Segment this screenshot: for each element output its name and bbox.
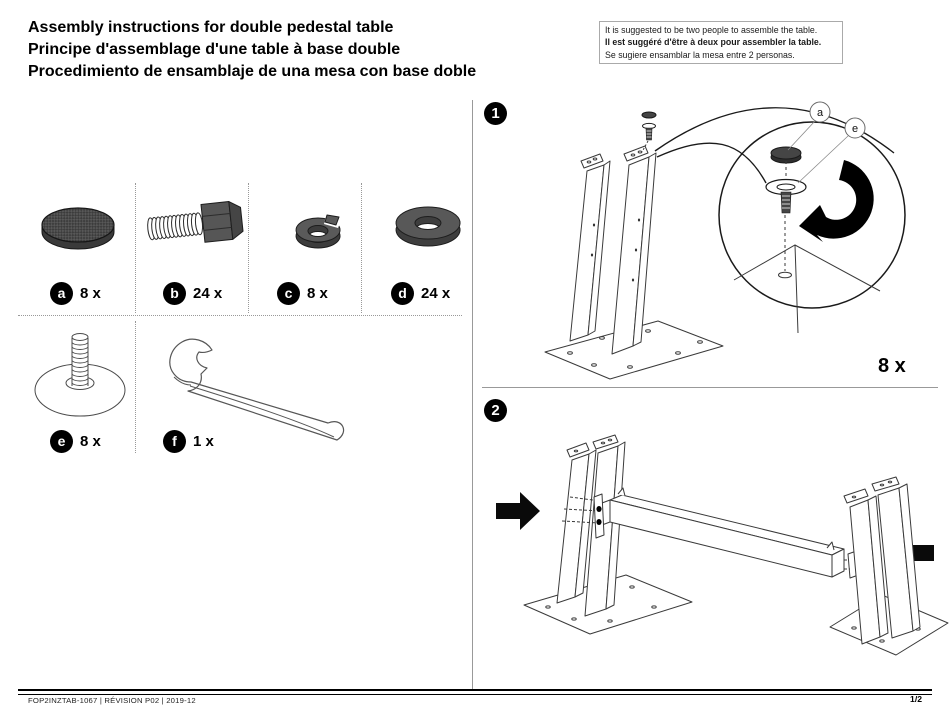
part-d-badge: d (391, 282, 414, 305)
note-line-spanish: Se sugiere ensamblar la mesa entre 2 per… (605, 49, 795, 60)
parts-grid-divider (18, 315, 462, 316)
step1-pedestal-diagram: a e (544, 101, 906, 380)
step-1-quantity: 8 x (878, 355, 906, 377)
step2-frame-assembly-diagram (496, 434, 949, 656)
part-e-leveler-drawing (34, 333, 126, 417)
part-d-flat-washer-drawing (395, 206, 461, 247)
part-b-qty: 24 x (193, 285, 223, 302)
part-c-lock-washer-drawing (295, 214, 342, 249)
part-d-label: d 24 x (391, 282, 450, 305)
step-1-number: 1 (484, 102, 507, 125)
two-person-note: It is suggested to be two people to asse… (599, 21, 843, 65)
rotate-arrow-icon (799, 160, 874, 242)
parts-grid-divider (248, 183, 249, 313)
part-f-qty: 1 x (193, 433, 214, 450)
callout-e: e (797, 117, 866, 184)
part-d-qty: 24 x (421, 285, 451, 302)
push-arrow-right-icon (496, 492, 540, 530)
footer-document-id: FOP2INZTAB-1067 | RÉVISION P02 | 2019-12 (28, 696, 196, 705)
part-c-label: c 8 x (277, 282, 328, 305)
part-c-badge: c (277, 282, 300, 305)
part-f-label: f 1 x (163, 430, 214, 453)
parts-grid-divider (361, 183, 362, 313)
column-divider (472, 100, 473, 690)
part-b-bolt-drawing (147, 201, 244, 243)
footer-rule (18, 689, 932, 695)
part-f-wrench-drawing (169, 338, 345, 441)
part-e-badge: e (50, 430, 73, 453)
part-a-label: a 8 x (50, 282, 101, 305)
title-english: Assembly instructions for double pedesta… (28, 19, 394, 36)
footer-page-number: 1/2 (910, 694, 922, 704)
part-b-label: b 24 x (163, 282, 222, 305)
parts-grid-divider (135, 321, 136, 453)
part-e-qty: 8 x (80, 433, 101, 450)
svg-text:a: a (817, 107, 824, 119)
part-a-glide-drawing (41, 207, 115, 250)
title-french: Principe d'assemblage d'une table à base… (28, 41, 401, 58)
part-b-badge: b (163, 282, 186, 305)
part-c-qty: 8 x (307, 285, 328, 302)
step-divider (482, 387, 938, 388)
page-title: Assembly instructions for double pedesta… (28, 17, 476, 83)
note-line-english: It is suggested to be two people to asse… (605, 25, 818, 35)
part-a-qty: 8 x (80, 285, 101, 302)
part-e-label: e 8 x (50, 430, 101, 453)
step-2-number: 2 (484, 399, 507, 422)
note-line-french: Il est suggéré d'être à deux pour assemb… (605, 37, 822, 48)
title-spanish: Procedimiento de ensamblaje de una mesa … (28, 63, 477, 80)
part-a-badge: a (50, 282, 73, 305)
part-f-badge: f (163, 430, 186, 453)
callout-a: a (787, 101, 831, 151)
parts-grid-divider (135, 183, 136, 313)
svg-text:e: e (852, 123, 858, 135)
